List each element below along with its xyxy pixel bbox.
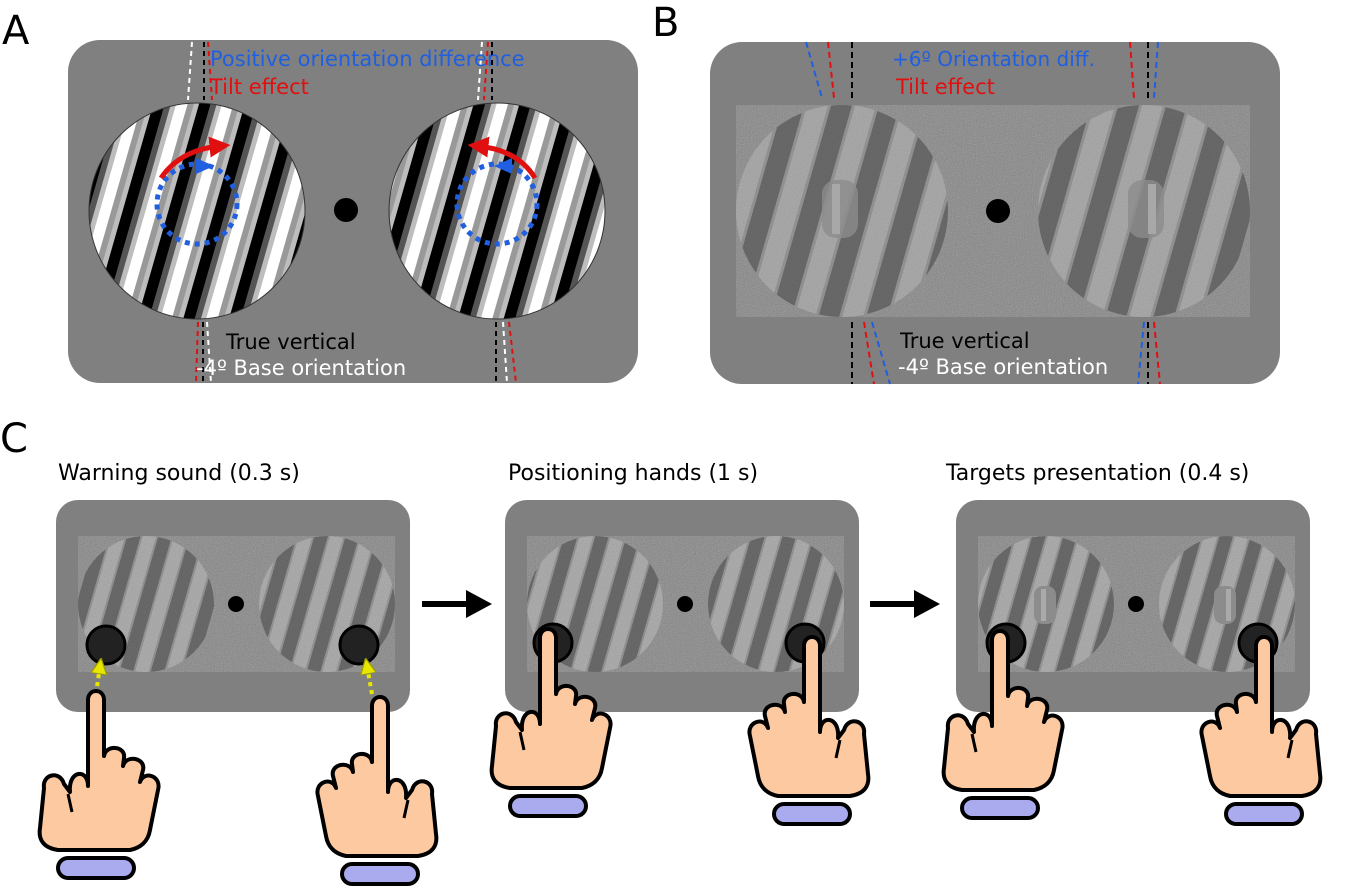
panel-a-right-blue-arrowhead: [494, 158, 512, 174]
step-1-right-hand-icon: [317, 697, 436, 884]
panel-b-reference-lines: [805, 41, 1161, 385]
panel-b: B +6º Orientation diff. Tilt effect True…: [652, 0, 1280, 385]
step-3-right-target: [1214, 586, 1236, 624]
panel-b-fixation-dot: [986, 199, 1010, 223]
arrow-step1-to-step2-head: [466, 590, 492, 618]
panel-b-letter: B: [652, 0, 679, 46]
arrow-step2-to-step3-head: [914, 590, 940, 618]
step-1-screen: [56, 500, 410, 712]
step-1-left-hand-icon: [37, 689, 161, 880]
panel-b-legend-black: True vertical: [899, 329, 1030, 353]
panel-b-left-target-stripe: [832, 184, 840, 234]
panel-c: C Warning sound (0.3 s) Positioning hand…: [0, 416, 1320, 884]
panel-a-legend-black: True vertical: [225, 330, 356, 354]
panel-a-left-blue-arrowhead: [196, 158, 214, 174]
panel-b-right-target: [1128, 180, 1164, 238]
panel-a-left-red-arrow: [158, 136, 231, 180]
panel-a-right-red-arrow: [467, 136, 538, 180]
step-1-right-button: [338, 624, 380, 666]
panel-b-legend-red: Tilt effect: [895, 75, 995, 99]
step-3-fixation-dot: [1128, 596, 1144, 612]
panel-b-legend-white: -4º Base orientation: [898, 355, 1108, 379]
panel-a-legend-white: -4º Base orientation: [196, 356, 406, 380]
panel-c-letter: C: [0, 416, 28, 462]
panel-b-right-target-stripe: [1148, 184, 1156, 234]
step-1-fixation-dot: [228, 596, 244, 612]
panel-a-right-target-circle: [454, 161, 540, 247]
panel-a-legend-blue: Positive orientation difference: [210, 47, 525, 71]
step-1-left-button: [85, 624, 127, 666]
panel-a-legend-red: Tilt effect: [209, 75, 309, 99]
panel-a-grating-right: [388, 102, 606, 320]
panel-a-fixation-dot: [334, 198, 358, 222]
panel-a: A Positive orientation difference Tilt e…: [2, 8, 638, 384]
panel-b-legend-blue: +6º Orientation diff.: [892, 47, 1095, 71]
step-2-label: Positioning hands (1 s): [508, 461, 758, 486]
step-1-label: Warning sound (0.3 s): [58, 461, 300, 486]
panel-a-left-target-circle: [154, 161, 240, 247]
panel-a-grating-left: [88, 102, 306, 320]
step-2-fixation-dot: [677, 596, 693, 612]
step-3-label: Targets presentation (0.4 s): [945, 461, 1249, 486]
panel-a-reference-lines: [187, 41, 517, 384]
panel-a-letter: A: [2, 8, 30, 54]
